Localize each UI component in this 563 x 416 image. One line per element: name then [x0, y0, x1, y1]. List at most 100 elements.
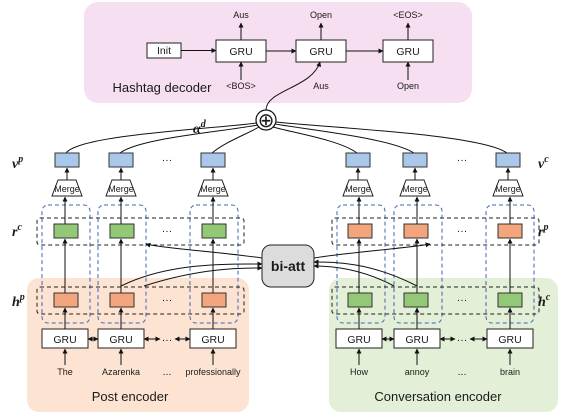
- h-p-label: hp: [12, 292, 25, 310]
- conv-h-block-2: [403, 292, 429, 308]
- post-h-ellipsis: ···: [162, 294, 173, 306]
- post-r-row-outline: [36, 217, 245, 246]
- conv-r-block-2: [403, 223, 429, 239]
- post-column-outline-1: [41, 204, 91, 324]
- conv-column-outline-2: [393, 204, 443, 324]
- conv-merge-2: [399, 179, 431, 197]
- post-word-3: ...: [163, 366, 172, 378]
- biatt-to-post-r: [145, 242, 263, 259]
- decoder-input-2: Aus: [313, 81, 329, 91]
- post-merge-label-1: Merge: [54, 184, 80, 194]
- conv-h-block-3: [497, 292, 523, 308]
- conv-merge-3: [492, 179, 524, 197]
- decoder-output-1: Aus: [233, 10, 249, 20]
- post-v-block-1: [54, 152, 80, 168]
- bi-att-label: bi-att: [271, 258, 306, 274]
- post-merge-label-2: Merge: [108, 184, 134, 194]
- decoder-gru-2-label: GRU: [309, 46, 332, 58]
- oplus-icon: ⊕: [258, 110, 275, 132]
- conv-v-block-1: [345, 152, 371, 168]
- conv-word-2: annoy: [405, 367, 430, 377]
- biatt-to-conv-r: [313, 242, 431, 259]
- v-to-oplus-5: [274, 123, 415, 154]
- post-h-block-2: [109, 292, 135, 308]
- conv-gru-ellipsis: ···: [457, 334, 468, 346]
- alpha-sup: d: [201, 119, 207, 130]
- decoder-input-3: Open: [397, 81, 419, 91]
- conv-gru-label-3: GRU: [498, 334, 521, 346]
- post-word-1: The: [57, 367, 73, 377]
- v-c-label: vc: [538, 154, 549, 172]
- conv-merge-label-3: Merge: [495, 184, 521, 194]
- conv-r-block-1: [347, 223, 373, 239]
- v-to-oplus-2: [119, 124, 259, 154]
- conv-word-1: How: [350, 367, 369, 377]
- biatt-from-conv-h-1: [313, 263, 395, 287]
- post-word-2: Azarenka: [102, 367, 140, 377]
- conv-merge-1: [342, 179, 374, 197]
- conv-word-3: ...: [458, 366, 467, 378]
- conv-gru-label-1: GRU: [347, 334, 370, 346]
- oplus-node: [255, 109, 277, 131]
- conv-gru-label-2: GRU: [405, 334, 428, 346]
- conv-r-row-outline: [331, 217, 540, 246]
- decoder-gru-2: GRU: [295, 39, 347, 63]
- post-v-block-3: [200, 152, 226, 168]
- decoder-gru-1-label: GRU: [229, 46, 252, 58]
- decoder-gru-3: GRU: [382, 39, 434, 63]
- alpha-symbol: α: [193, 122, 201, 137]
- conv-r-block-3: [497, 223, 523, 239]
- conversation-encoder-panel: [329, 278, 558, 412]
- decoder-gru-1: GRU: [215, 39, 267, 63]
- r-p-label: rp: [538, 222, 548, 240]
- post-r-block-3: [201, 223, 227, 239]
- post-gru-label-1: GRU: [53, 334, 76, 346]
- post-merge-label-3: Merge: [200, 184, 226, 194]
- post-h-block-1: [53, 292, 79, 308]
- decoder-output-3: <EOS>: [393, 10, 423, 20]
- h-c-label: hc: [538, 292, 551, 310]
- post-r-block-2: [109, 223, 135, 239]
- v-to-oplus-4: [272, 126, 358, 154]
- conv-v-ellipsis: ···: [457, 154, 468, 166]
- post-gru-label-2: GRU: [109, 334, 132, 346]
- conv-h-block-1: [347, 292, 373, 308]
- conversation-encoder-label: Conversation encoder: [374, 389, 502, 404]
- post-v-ellipsis: ···: [162, 154, 173, 166]
- post-column-outline-2: [97, 204, 147, 324]
- conv-r-ellipsis: ···: [457, 225, 468, 237]
- hashtag-decoder-label: Hashtag decoder: [112, 80, 212, 95]
- v-to-oplus-3: [211, 126, 260, 154]
- alpha-label: αd: [193, 119, 207, 137]
- post-gru-label-3: GRU: [201, 334, 224, 346]
- conv-word-4: brain: [500, 367, 520, 377]
- v-to-oplus-6: [275, 121, 508, 154]
- post-encoder-label: Post encoder: [92, 389, 169, 404]
- post-h-row-outline: [36, 286, 245, 315]
- decoder-input-1: <BOS>: [226, 81, 256, 91]
- conv-merge-label-1: Merge: [345, 184, 371, 194]
- decoder-gru-3-label: GRU: [396, 46, 419, 58]
- post-merge-1: [51, 179, 83, 197]
- conv-v-block-2: [402, 152, 428, 168]
- post-gru-ellipsis: ···: [162, 334, 173, 346]
- biatt-from-post-h-1: [120, 261, 263, 287]
- init-label: Init: [157, 45, 171, 57]
- v-p-label: vp: [12, 154, 23, 172]
- conv-column-outline-1: [336, 204, 386, 324]
- attention-to-decoder-arrow: [265, 61, 322, 111]
- conv-h-ellipsis: ···: [457, 294, 468, 306]
- post-r-block-1: [53, 223, 79, 239]
- conv-merge-label-2: Merge: [402, 184, 428, 194]
- post-merge-3: [197, 179, 229, 197]
- decoder-output-2: Open: [310, 10, 332, 20]
- post-r-ellipsis: ···: [162, 225, 173, 237]
- v-to-oplus-1: [65, 122, 258, 154]
- hashtag-decoder-panel: [84, 2, 472, 103]
- biatt-from-post-h-2: [143, 265, 263, 287]
- post-h-block-3: [201, 292, 227, 308]
- post-merge-2: [105, 179, 137, 197]
- post-word-4: professionally: [185, 367, 241, 377]
- conv-h-row-outline: [331, 286, 540, 315]
